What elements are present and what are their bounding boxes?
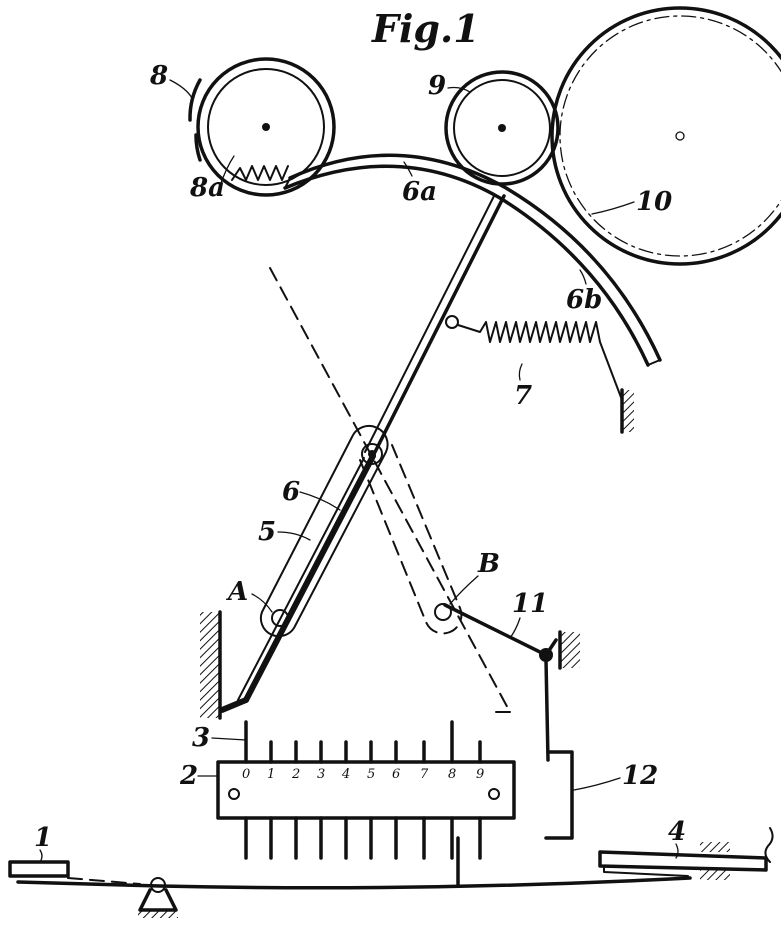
leader-8a <box>219 155 235 187</box>
leader-3 <box>211 737 247 741</box>
dashed-guide-line <box>269 267 511 713</box>
leader-4 <box>675 843 679 859</box>
label-3: 3 <box>192 723 210 753</box>
key-4 <box>598 827 774 880</box>
digit-3: 3 <box>317 767 325 782</box>
leader-1 <box>39 849 43 863</box>
label-b: B <box>477 549 500 579</box>
digit-8: 8 <box>448 767 456 782</box>
label-1: 1 <box>34 823 52 853</box>
label-9: 9 <box>428 71 446 101</box>
leader-12 <box>573 777 621 791</box>
label-6: 6 <box>282 477 300 507</box>
label-8: 8 <box>149 61 168 91</box>
leader-11 <box>509 617 521 639</box>
label-2: 2 <box>179 761 198 791</box>
leader-9 <box>447 86 471 93</box>
label-11: 11 <box>512 589 548 619</box>
digit-5: 5 <box>367 767 375 782</box>
lever-6 <box>219 194 506 713</box>
bracket-12 <box>544 750 574 840</box>
key-1 <box>8 860 141 885</box>
digit-1: 1 <box>267 767 275 782</box>
leader-b <box>449 575 479 605</box>
label-4: 4 <box>668 817 686 847</box>
slot-link-5 <box>259 424 389 638</box>
label-10: 10 <box>636 187 672 217</box>
leader-8 <box>169 79 193 99</box>
leader-a <box>251 593 273 613</box>
digit-4: 4 <box>341 767 350 782</box>
left-wall <box>200 610 222 720</box>
label-8a: 8a <box>189 173 225 203</box>
label-7: 7 <box>514 381 532 411</box>
label-6a: 6a <box>402 177 437 207</box>
label-5: 5 <box>258 517 276 547</box>
leader-10 <box>591 201 635 215</box>
figure-title: Fig.1 <box>371 6 480 51</box>
link-11 <box>443 603 580 762</box>
leader-6 <box>299 491 341 511</box>
key-bar-2 <box>216 760 516 820</box>
scale-digits: 0 1 2 3 4 5 6 7 8 9 <box>242 767 484 782</box>
leader-7 <box>518 363 523 381</box>
leader-6a <box>403 161 413 177</box>
label-12: 12 <box>622 761 658 791</box>
digit-6: 6 <box>392 767 400 782</box>
leader-6b <box>579 269 587 285</box>
wheel-8 <box>188 57 336 197</box>
label-a: A <box>225 577 248 607</box>
digit-7: 7 <box>420 767 429 782</box>
digit-9: 9 <box>476 767 484 782</box>
spring-7 <box>445 315 634 434</box>
label-6b: 6b <box>566 285 602 315</box>
leader-5 <box>277 531 311 541</box>
arc-segment-6a-6b <box>283 153 662 367</box>
digit-0: 0 <box>242 767 250 782</box>
bottom-lever <box>16 836 692 918</box>
digit-2: 2 <box>291 767 300 782</box>
wheel-10 <box>550 6 781 266</box>
pins-3 <box>244 720 482 860</box>
